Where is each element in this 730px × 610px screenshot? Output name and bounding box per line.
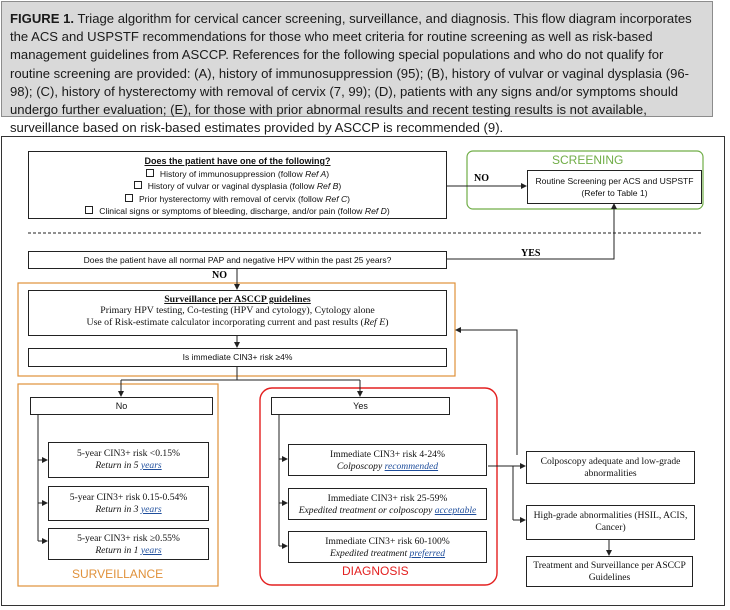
surveillance-calculator: Use of Risk-estimate calculator incorpor… xyxy=(29,317,446,328)
surveillance-item: 5-year CIN3+ risk ≥0.55% Return in 1 yea… xyxy=(48,528,209,560)
surveillance-return: Return in 3 years xyxy=(49,504,208,516)
surveillance-group-label: SURVEILLANCE xyxy=(72,567,164,581)
question2-text: Does the patient have all normal PAP and… xyxy=(83,255,392,265)
return-period: years xyxy=(140,460,162,471)
criteria-close: ) xyxy=(386,206,390,217)
surveillance-asccp-box: Surveillance per ASCCP guidelines Primar… xyxy=(28,290,447,336)
high-grade-box: High-grade abnormalities (HSIL, ACIS, Ca… xyxy=(526,505,695,540)
diagnosis-risk: Immediate CIN3+ risk 60-100% xyxy=(325,536,450,547)
diagnosis-group-label: DIAGNOSIS xyxy=(342,564,409,578)
diagnosis-group-border xyxy=(259,387,498,586)
branch-no-label: No xyxy=(115,401,128,411)
return-period: years xyxy=(140,504,162,515)
action-strength: preferred xyxy=(409,548,446,559)
criteria-item: History of immunosuppression (follow Ref… xyxy=(29,168,446,181)
criteria-text: Clinical signs or symptoms of bleeding, … xyxy=(99,206,365,217)
criteria-item: History of vulvar or vaginal dysplasia (… xyxy=(29,180,446,193)
risk-question-box: Is immediate CIN3+ risk ≥4% xyxy=(28,348,447,367)
colposcopy-outcome-text: Colposcopy adequate and low-grade abnorm… xyxy=(540,456,681,479)
criteria-text: History of vulvar or vaginal dysplasia (… xyxy=(147,181,317,192)
criteria-close: ) xyxy=(347,193,351,204)
routine-screening-text: Routine Screening per ACS and USPSTF xyxy=(535,176,694,186)
branch-yes-box: Yes xyxy=(271,397,450,415)
question2-box: Does the patient have all normal PAP and… xyxy=(28,251,447,269)
surveillance-risk: 5-year CIN3+ risk 0.15-0.54% xyxy=(69,492,188,503)
surveillance-methods: Primary HPV testing, Co-testing (HPV and… xyxy=(100,305,375,317)
arrow-yes-screening xyxy=(446,203,617,260)
diagnosis-action: Expedited treatment preferred xyxy=(289,548,486,560)
screening-group-border xyxy=(466,150,704,210)
surveillance-risk: 5-year CIN3+ risk ≥0.55% xyxy=(77,533,180,544)
routine-screening-box: Routine Screening per ACS and USPSTF (Re… xyxy=(527,170,702,204)
checkbox-icon xyxy=(85,206,94,215)
criteria-ref: Ref A xyxy=(305,168,327,179)
criteria-ref: Ref B xyxy=(316,181,339,192)
action-strength: recommended xyxy=(384,461,439,472)
action-text: Expedited treatment xyxy=(329,548,410,559)
criteria-close: ) xyxy=(338,181,342,192)
return-text: Return in 1 xyxy=(95,545,141,556)
calculator-close: ) xyxy=(385,316,389,328)
diagnosis-item: Immediate CIN3+ risk 4-24% Colposcopy re… xyxy=(288,444,487,476)
criteria-item: Clinical signs or symptoms of bleeding, … xyxy=(29,205,446,218)
branch-no-box: No xyxy=(30,397,213,415)
return-text: Return in 3 xyxy=(95,504,141,515)
arrow-colposcopy-feedback xyxy=(455,327,518,455)
diagnosis-item: Immediate CIN3+ risk 60-100% Expedited t… xyxy=(288,531,487,563)
return-period: years xyxy=(140,545,162,556)
criteria-item: Prior hysterectomy with removal of cervi… xyxy=(29,193,446,206)
criteria-ref: Ref D xyxy=(364,206,387,217)
criteria-text: Prior hysterectomy with removal of cervi… xyxy=(138,193,326,204)
surveillance-return: Return in 5 years xyxy=(49,460,208,472)
surveillance-return: Return in 1 years xyxy=(49,545,208,557)
caption-text: Triage algorithm for cervical cancer scr… xyxy=(10,11,692,136)
calculator-ref: Ref E xyxy=(363,316,386,328)
checkbox-icon xyxy=(124,193,133,202)
colposcopy-outcome-box: Colposcopy adequate and low-grade abnorm… xyxy=(526,451,695,484)
criteria-text: History of immunosuppression (follow xyxy=(159,168,306,179)
surveillance-lower-border xyxy=(17,383,219,587)
criteria-close: ) xyxy=(326,168,330,179)
figure-label: FIGURE 1. xyxy=(10,11,75,26)
diagnosis-risk: Immediate CIN3+ risk 25-59% xyxy=(327,493,448,504)
diagnosis-action: Expedited treatment or colposcopy accept… xyxy=(289,505,486,517)
routine-screening-ref: (Refer to Table 1) xyxy=(581,188,648,198)
surveillance-item: 5-year CIN3+ risk <0.15% Return in 5 yea… xyxy=(48,442,209,478)
question1-box: Does the patient have one of the followi… xyxy=(28,151,447,219)
criteria-ref: Ref C xyxy=(325,193,348,204)
figure-caption: FIGURE 1. Triage algorithm for cervical … xyxy=(1,1,713,135)
high-grade-text: High-grade abnormalities (HSIL, ACIS, Ca… xyxy=(533,510,688,533)
diagnosis-risk: Immediate CIN3+ risk 4-24% xyxy=(330,449,445,460)
diagnosis-item: Immediate CIN3+ risk 25-59% Expedited tr… xyxy=(288,488,487,520)
return-text: Return in 5 xyxy=(95,460,141,471)
checkbox-icon xyxy=(145,168,154,177)
question1-title: Does the patient have one of the followi… xyxy=(144,156,331,166)
action-strength: acceptable xyxy=(434,505,477,516)
calculator-text: Use of Risk-estimate calculator incorpor… xyxy=(86,316,364,328)
label-yes: YES xyxy=(521,248,541,259)
risk-question-text: Is immediate CIN3+ risk ≥4% xyxy=(182,352,293,362)
label-no-top: NO xyxy=(474,173,489,184)
treatment-box: Treatment and Surveillance per ASCCP Gui… xyxy=(526,556,693,587)
surveillance-title: Surveillance per ASCCP guidelines xyxy=(164,294,311,305)
branch-yes-label: Yes xyxy=(353,401,368,411)
label-no-mid: NO xyxy=(212,270,227,281)
checkbox-icon xyxy=(133,181,142,190)
surveillance-risk: 5-year CIN3+ risk <0.15% xyxy=(76,448,180,459)
screening-group-label: SCREENING xyxy=(552,153,624,167)
action-text: Colposcopy xyxy=(336,461,385,472)
diagnosis-action: Colposcopy recommended xyxy=(289,461,486,473)
diagram-frame xyxy=(1,136,725,606)
surveillance-item: 5-year CIN3+ risk 0.15-0.54% Return in 3… xyxy=(48,486,209,521)
treatment-text: Treatment and Surveillance per ASCCP Gui… xyxy=(533,560,686,583)
action-text: Expedited treatment or colposcopy xyxy=(298,505,435,516)
